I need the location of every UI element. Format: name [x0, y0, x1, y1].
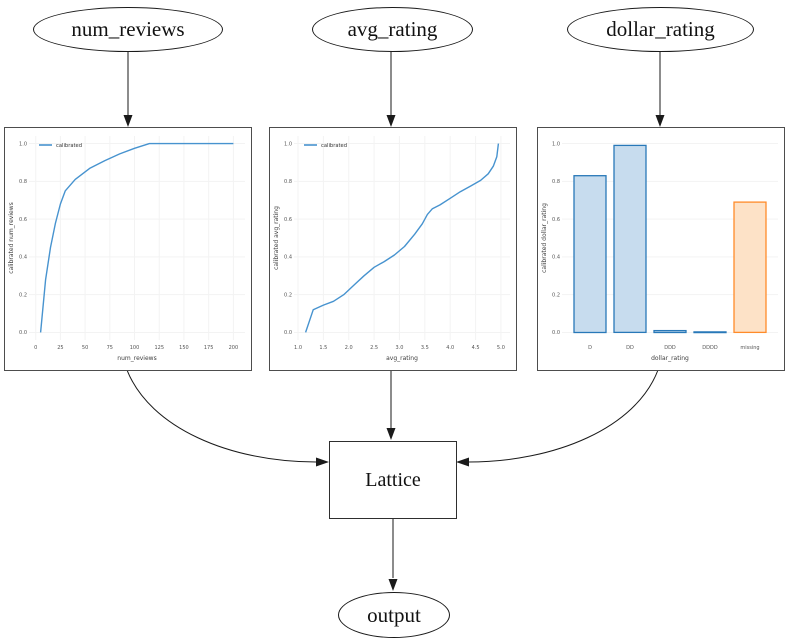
legend-label: calibrated	[56, 143, 82, 149]
y-tick-label: 0.8	[552, 179, 560, 185]
node-num-reviews-label: num_reviews	[71, 17, 185, 41]
node-output: output	[338, 592, 450, 638]
node-dollar-rating-label: dollar_rating	[606, 17, 715, 41]
x-axis-label: avg_rating	[386, 355, 418, 362]
x-tick-label: 2.5	[370, 345, 378, 351]
x-tick-label: 175	[204, 345, 214, 351]
x-tick-label: missing	[740, 345, 759, 351]
calibrator-plot-avg-rating-svg: 0.0 0.2 0.4 0.6 0.8 1.0 1.0 1.5 2.0 2.5 3.0 3.5 4.0 4…	[273, 136, 510, 362]
x-tick-label: 150	[179, 345, 189, 351]
y-tick-label: 0.8	[19, 179, 27, 185]
edge-calibrator3-to-lattice	[467, 369, 659, 463]
x-tick-label: 0	[34, 345, 37, 351]
node-lattice: Lattice	[329, 441, 457, 519]
node-output-label: output	[367, 602, 421, 627]
arrowhead-lattice-top	[386, 428, 396, 440]
y-tick-label: 0.6	[19, 217, 27, 223]
x-tick-label: 3.0	[395, 345, 403, 351]
y-tick-label: 0.0	[552, 330, 560, 336]
y-tick-label: 1.0	[284, 141, 292, 147]
x-tick-label: 2.0	[345, 345, 353, 351]
x-tick-label: 25	[57, 345, 63, 351]
arrowhead-output	[388, 579, 398, 591]
node-dollar-rating: dollar_rating	[567, 7, 754, 52]
calibrator-plot-num-reviews-svg: 0.0 0.2 0.4 0.6 0.8 1.0 0 25 50 75 100 125 150 175 200…	[8, 136, 245, 362]
x-tick-label: D	[588, 345, 592, 351]
x-axis-label: dollar_rating	[651, 355, 689, 362]
y-tick-label: 0.4	[284, 255, 292, 261]
calibrator-plot-avg-rating: 0.0 0.2 0.4 0.6 0.8 1.0 1.0 1.5 2.0 2.5 3.0 3.5 4.0 4…	[269, 127, 517, 371]
x-tick-label: DDDD	[702, 345, 718, 351]
edge-calibrator1-to-lattice	[126, 369, 317, 463]
x-tick-label: 125	[154, 345, 164, 351]
y-tick-label: 1.0	[19, 141, 27, 147]
x-tick-label: 3.5	[421, 345, 429, 351]
y-tick-label: 0.6	[552, 217, 560, 223]
y-tick-label: 0.8	[284, 179, 292, 185]
x-tick-label: DDD	[664, 345, 676, 351]
y-axis-label: calibrated dollar_rating	[541, 203, 548, 273]
y-tick-label: 0.6	[284, 217, 292, 223]
x-tick-label: DD	[626, 345, 634, 351]
node-avg-rating-label: avg_rating	[347, 17, 438, 41]
x-tick-label: 1.5	[319, 345, 327, 351]
y-tick-label: 0.2	[552, 292, 560, 298]
x-tick-label: 50	[82, 345, 88, 351]
y-tick-label: 0.4	[19, 255, 27, 261]
arrowhead-num-reviews	[123, 115, 133, 127]
x-tick-label: 1.0	[294, 345, 302, 351]
y-tick-label: 0.0	[19, 330, 27, 336]
arrowhead-lattice-left	[316, 457, 329, 467]
x-tick-label: 75	[107, 345, 113, 351]
x-tick-label: 100	[130, 345, 140, 351]
calibration-bar	[573, 175, 607, 334]
arrowhead-lattice-right	[456, 457, 469, 467]
node-lattice-label: Lattice	[365, 468, 421, 491]
node-avg-rating: avg_rating	[312, 7, 473, 52]
x-axis-label: num_reviews	[117, 355, 156, 362]
y-axis-label: calibrated avg_rating	[273, 206, 280, 270]
calibration-curve	[304, 143, 500, 333]
arrowhead-avg-rating	[386, 115, 396, 127]
node-num-reviews: num_reviews	[33, 7, 223, 52]
y-tick-label: 0.2	[19, 292, 27, 298]
calibration-bar	[733, 201, 767, 334]
calibration-bar	[693, 331, 727, 334]
y-tick-label: 1.0	[552, 141, 560, 147]
x-tick-label: 200	[229, 345, 239, 351]
arrowhead-dollar-rating	[655, 115, 665, 127]
x-tick-label: 5.0	[497, 345, 505, 351]
y-tick-label: 0.0	[284, 330, 292, 336]
calibration-curve	[39, 142, 234, 333]
calibration-bar	[613, 144, 647, 334]
y-axis-label: calibrated num_reviews	[8, 202, 15, 273]
x-tick-label: 4.5	[472, 345, 480, 351]
calibration-bar	[653, 329, 687, 334]
calibrator-plot-num-reviews: 0.0 0.2 0.4 0.6 0.8 1.0 0 25 50 75 100 125 150 175 200…	[4, 127, 252, 371]
y-tick-label: 0.2	[284, 292, 292, 298]
x-tick-label: 4.0	[446, 345, 454, 351]
y-tick-label: 0.4	[552, 255, 560, 261]
legend-label: calibrated	[321, 143, 347, 149]
